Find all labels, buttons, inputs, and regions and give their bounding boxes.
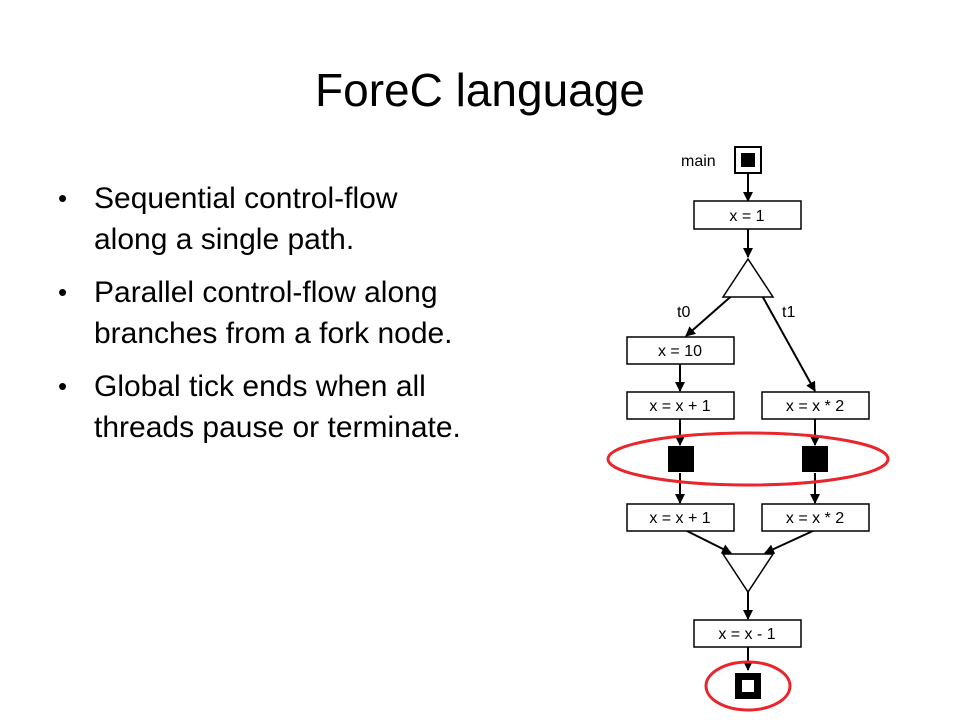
node-label: x = x + 1 bbox=[649, 398, 710, 415]
main-label: main bbox=[681, 153, 716, 170]
start-node-icon bbox=[734, 146, 762, 174]
node-box bbox=[693, 200, 802, 230]
bullet-line: along a single path. bbox=[94, 223, 355, 256]
bullet-dot-icon: • bbox=[58, 277, 68, 307]
thread-label-t1: t1 bbox=[782, 304, 795, 321]
bullet-list: • Sequential control-flow along a single… bbox=[58, 178, 598, 460]
bullet-item: • Parallel control-flow along branches f… bbox=[58, 272, 598, 354]
edge bbox=[764, 529, 816, 554]
join-node-icon bbox=[721, 553, 775, 594]
pause-node-icon bbox=[668, 446, 694, 472]
edge bbox=[684, 529, 732, 554]
bullet-item: • Global tick ends when all threads paus… bbox=[58, 366, 598, 448]
node-box bbox=[626, 503, 735, 532]
bullet-line: Sequential control-flow bbox=[94, 182, 398, 215]
highlight-ellipse bbox=[606, 431, 890, 487]
bullet-dot-icon: • bbox=[58, 183, 68, 213]
bullet-line: Global tick ends when all bbox=[94, 370, 426, 403]
highlight-ellipse bbox=[704, 660, 792, 712]
node-label: x = x * 2 bbox=[786, 398, 844, 415]
node-box bbox=[626, 391, 735, 420]
fork-node-icon bbox=[721, 257, 775, 298]
pause-node-icon bbox=[802, 446, 828, 472]
node-box bbox=[761, 391, 870, 420]
bullet-line: Parallel control-flow along bbox=[94, 276, 438, 309]
bullet-line: branches from a fork node. bbox=[94, 317, 453, 350]
thread-label-t0: t0 bbox=[677, 304, 690, 321]
edge bbox=[685, 291, 737, 337]
terminate-node-icon bbox=[735, 673, 761, 699]
edge bbox=[759, 291, 816, 392]
node-box bbox=[693, 619, 802, 648]
node-label: x = 1 bbox=[729, 208, 764, 225]
node-label: x = x * 2 bbox=[786, 510, 844, 527]
bullet-line: threads pause or terminate. bbox=[94, 411, 461, 444]
bullet-dot-icon: • bbox=[58, 371, 68, 401]
bullet-item: • Sequential control-flow along a single… bbox=[58, 178, 598, 260]
node-label: x = 10 bbox=[658, 343, 702, 360]
node-label: x = x - 1 bbox=[718, 626, 775, 643]
node-box bbox=[626, 336, 735, 365]
node-box bbox=[761, 503, 870, 532]
slide-title: ForeC language bbox=[315, 64, 645, 116]
node-label: x = x + 1 bbox=[649, 510, 710, 527]
